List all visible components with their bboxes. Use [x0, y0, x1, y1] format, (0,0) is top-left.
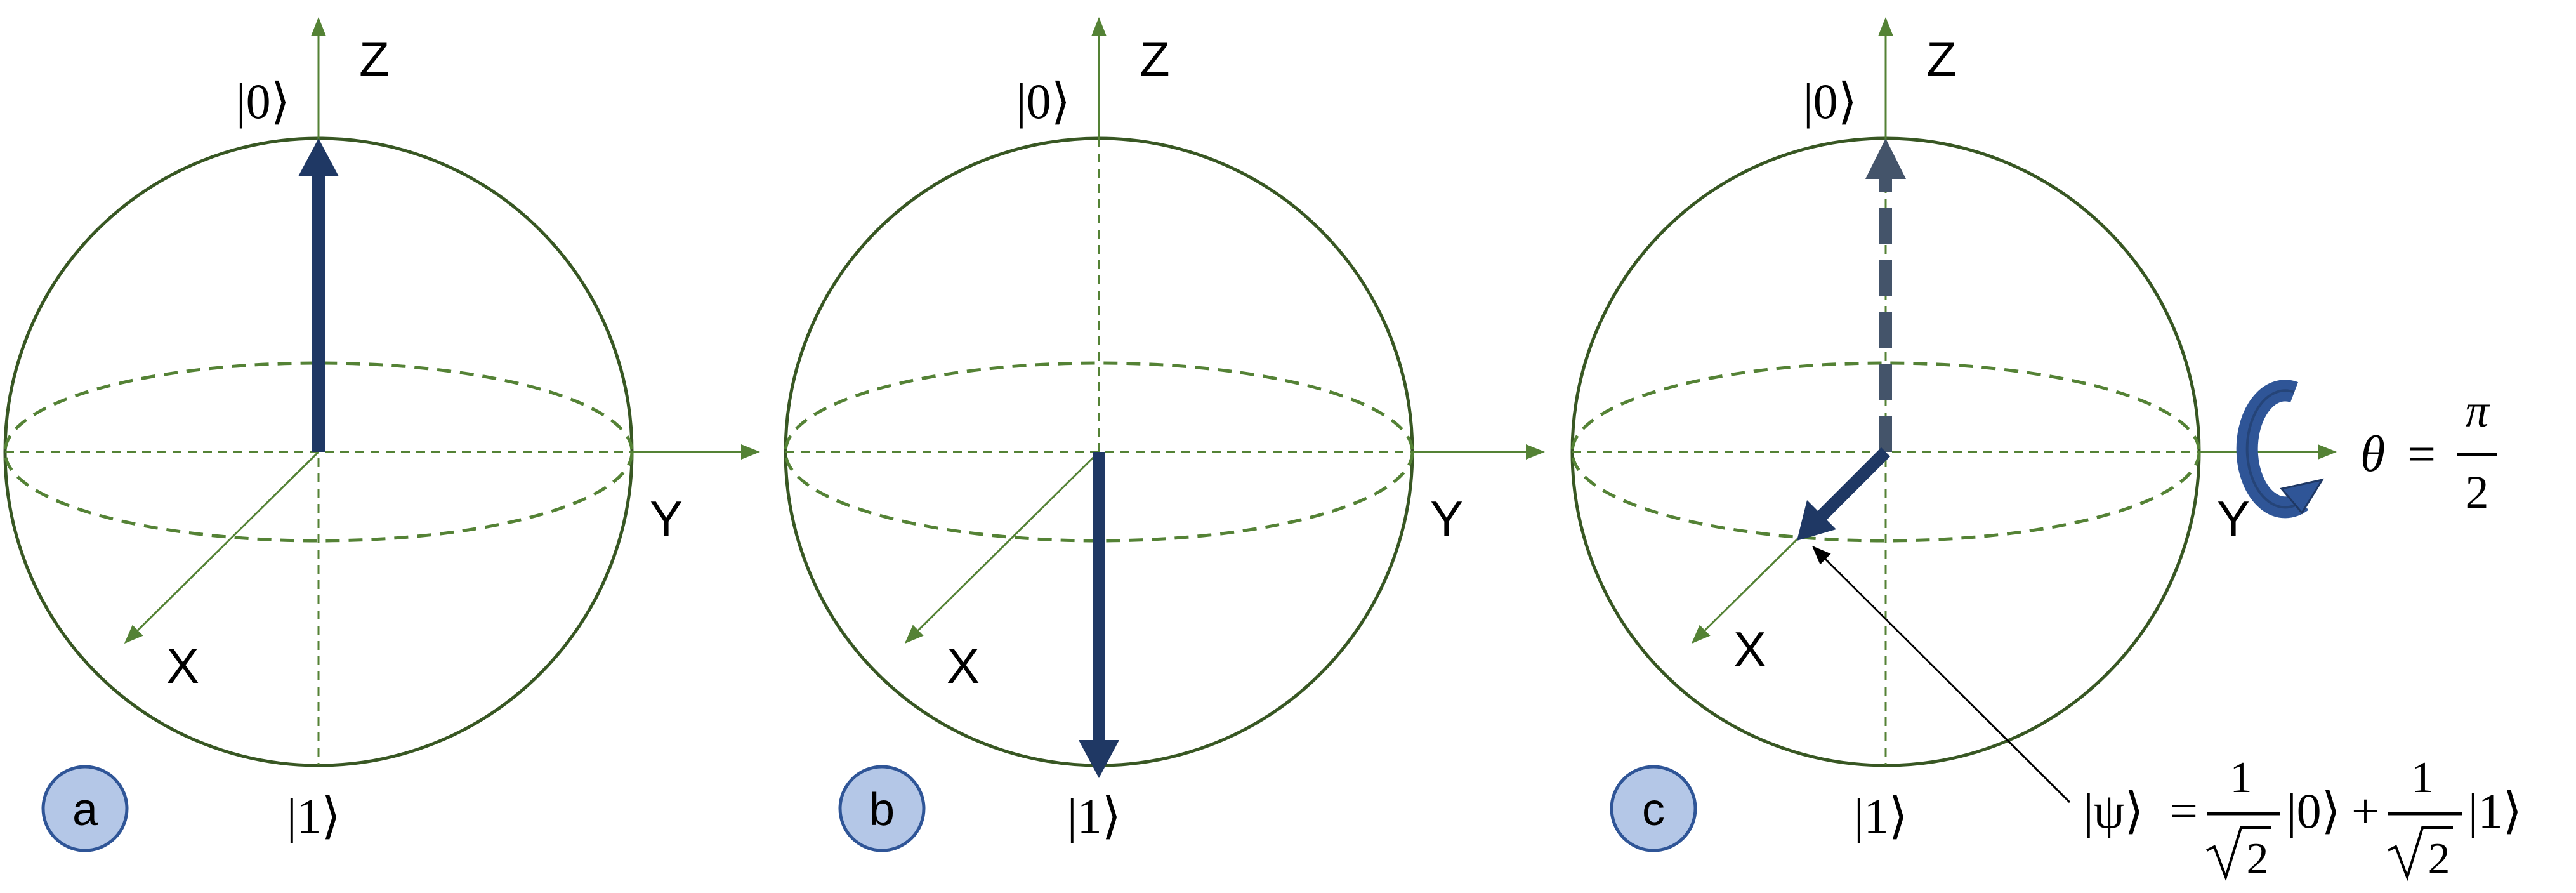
panel-badge-label: a	[72, 784, 98, 835]
x-axis	[124, 451, 320, 644]
axis-x-label: X	[947, 638, 980, 694]
panel-badge-label: b	[869, 784, 895, 835]
theta-symbol: θ	[2360, 427, 2385, 482]
coef-1-denominator: 2	[2247, 835, 2269, 883]
axis-y-label: Y	[1430, 491, 1463, 546]
panel-badge: c	[1610, 765, 1697, 852]
axis-y-label: Y	[650, 491, 683, 546]
ket-one-label: |1⟩	[287, 788, 341, 843]
axis-x-label: X	[1733, 621, 1766, 677]
coef-1-numerator: 1	[2230, 753, 2252, 802]
state-vector-arrowhead	[1797, 500, 1836, 541]
coef-1-sqrt-icon	[2206, 826, 2271, 882]
panel-badge: b	[838, 765, 926, 852]
psi-equation: |ψ⟩ = 1 2 |0⟩ + 1 2 |1⟩	[2084, 753, 2522, 883]
axis-z-label: Z	[1140, 31, 1170, 87]
theta-denominator: 2	[2466, 466, 2489, 519]
state-vector	[1813, 447, 1891, 524]
theta-equals: =	[2407, 427, 2436, 482]
axis-z-label: Z	[359, 31, 390, 87]
coef-2-denominator: 2	[2428, 835, 2450, 883]
state-vector-arrowhead	[1079, 740, 1119, 778]
state-vector-arrowhead	[298, 138, 339, 176]
psi-equals: =	[2170, 783, 2198, 838]
psi-ket: |ψ⟩	[2084, 783, 2144, 838]
coef-2-numerator: 1	[2412, 753, 2434, 802]
axis-y-label: Y	[2217, 491, 2250, 546]
x-axis	[904, 451, 1100, 644]
panel-c: Z Y X |0⟩ |1⟩ c θ = π 2 |ψ⟩ = 1	[1570, 17, 2522, 883]
previous-state-arrowhead	[1865, 138, 1906, 179]
psi-pointer-arrow	[1811, 545, 2071, 804]
ket-zero-label: |0⟩	[1803, 74, 1857, 129]
psi-plus: +	[2351, 783, 2379, 838]
theta-numerator: π	[2465, 385, 2490, 437]
ket-zero-label: |0⟩	[1016, 74, 1070, 129]
rotation-angle-label: θ = π 2	[2360, 385, 2497, 519]
panel-a: Z Y X |0⟩ |1⟩ a	[3, 17, 760, 852]
psi-ket-one: |1⟩	[2468, 783, 2522, 838]
psi-ket-zero: |0⟩	[2287, 783, 2341, 838]
panel-b: Z Y X |0⟩ |1⟩ b	[784, 17, 1545, 852]
ket-one-label: |1⟩	[1854, 788, 1908, 843]
panel-badge-label: c	[1642, 784, 1665, 835]
axis-z-label: Z	[1926, 31, 1957, 87]
rotation-arrow-icon	[2236, 380, 2325, 519]
coef-2-sqrt-icon	[2388, 826, 2453, 882]
axis-x-label: X	[166, 638, 199, 694]
ket-one-label: |1⟩	[1067, 788, 1121, 843]
panel-badge: a	[41, 765, 129, 852]
ket-zero-label: |0⟩	[236, 74, 290, 129]
